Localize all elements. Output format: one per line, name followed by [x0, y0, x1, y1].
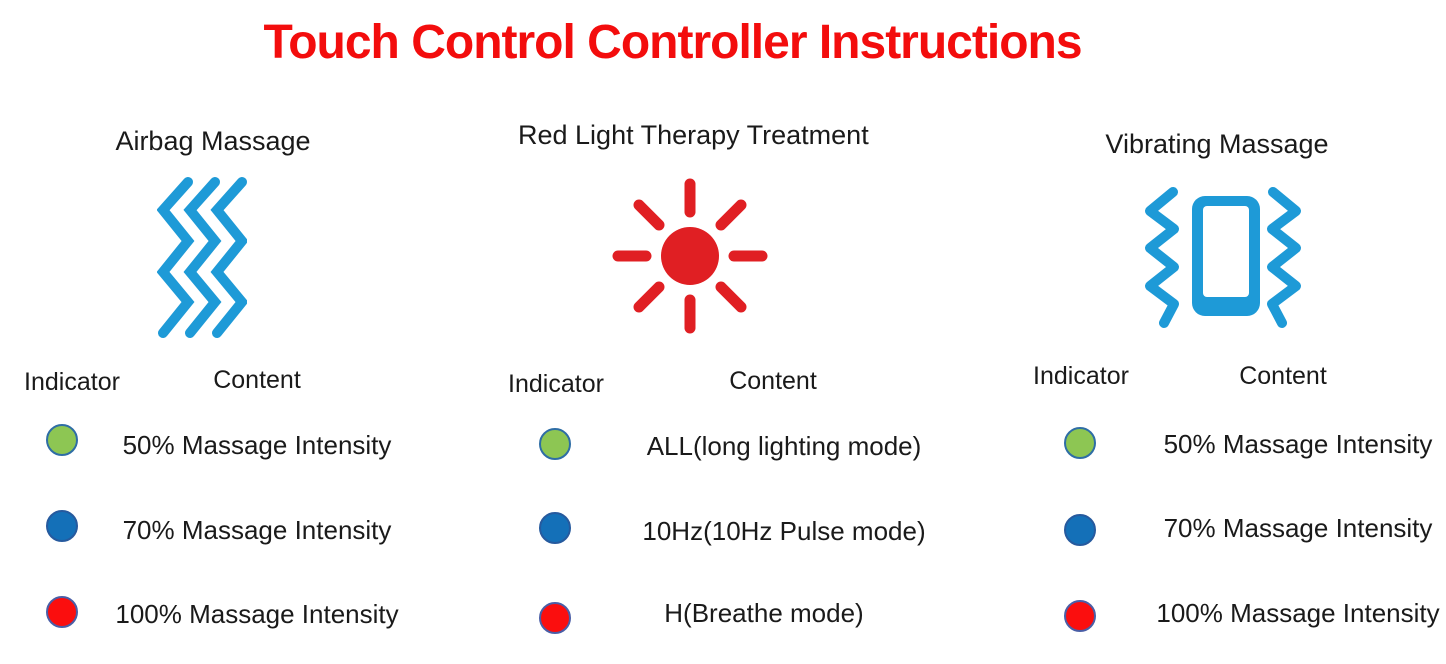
row-content: 70% Massage Intensity — [122, 515, 392, 545]
indicator-dot — [1064, 600, 1096, 632]
indicator-dot — [539, 428, 571, 460]
section-title-airbag-massage: Airbag Massage — [115, 126, 311, 156]
indicator-header: Indicator — [24, 368, 120, 396]
row-content: 100% Massage Intensity — [115, 599, 399, 629]
row-content: 100% Massage Intensity — [1156, 598, 1440, 628]
indicator-dot — [539, 512, 571, 544]
indicator-dot — [1064, 427, 1096, 459]
row-content: H(Breathe mode) — [664, 598, 864, 628]
indicator-dot — [46, 424, 78, 456]
indicator-dot — [539, 602, 571, 634]
indicator-dot — [46, 510, 78, 542]
section-title-vibrating-massage: Vibrating Massage — [1105, 129, 1329, 159]
page-title: Touch Control Controller Instructions — [263, 16, 1082, 69]
sun-icon — [610, 176, 770, 341]
indicator-header: Indicator — [1033, 362, 1129, 390]
row-content: 70% Massage Intensity — [1163, 513, 1433, 543]
indicator-dot — [1064, 514, 1096, 546]
row-content: 50% Massage Intensity — [1163, 429, 1433, 459]
row-content: 50% Massage Intensity — [122, 430, 392, 460]
row-content: ALL(long lighting mode) — [646, 431, 922, 461]
zigzag-waves-icon — [156, 176, 249, 344]
row-content: 10Hz(10Hz Pulse mode) — [642, 516, 926, 546]
content-header: Content — [729, 367, 817, 395]
content-header: Content — [213, 366, 301, 394]
section-title-red-light-therapy: Red Light Therapy Treatment — [518, 120, 869, 150]
phone-vibration-icon — [1140, 182, 1306, 337]
content-header: Content — [1239, 362, 1327, 390]
indicator-dot — [46, 596, 78, 628]
indicator-header: Indicator — [508, 370, 604, 398]
